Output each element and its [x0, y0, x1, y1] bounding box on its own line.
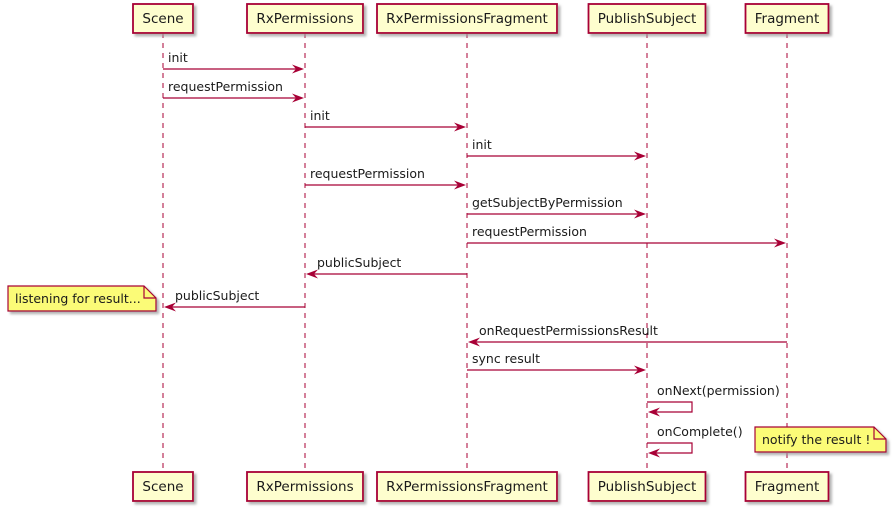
message-label: onRequestPermissionsResult: [479, 323, 658, 338]
participant-box: [376, 3, 558, 34]
message-label: requestPermission: [472, 224, 587, 239]
participant-label: Scene: [142, 11, 183, 27]
participant-label: Scene: [142, 479, 183, 495]
message-11: onNext(permission): [647, 383, 780, 417]
arrowhead-right-icon: [454, 180, 466, 190]
participant-box: [246, 471, 364, 502]
note-text: listening for result...: [15, 291, 141, 306]
message-label: requestPermission: [310, 166, 425, 181]
self-message-line: [647, 442, 693, 454]
participant-top-rxpermissions: RxPermissions: [246, 3, 364, 34]
arrowhead-right-icon: [292, 93, 304, 103]
message-3: init: [467, 137, 646, 161]
arrowhead-left-icon: [468, 337, 480, 347]
note-text: notify the result !: [762, 432, 870, 447]
participant-label: RxPermissionsFragment: [386, 11, 548, 27]
arrowhead-right-icon: [634, 151, 646, 161]
participant-label: Fragment: [755, 479, 819, 495]
note: listening for result...: [7, 285, 157, 312]
participant-box: [587, 471, 707, 502]
note: notify the result !: [754, 426, 887, 453]
arrowhead-left-icon: [648, 407, 660, 417]
message-5: getSubjectByPermission: [467, 195, 646, 219]
message-6: requestPermission: [467, 224, 786, 248]
note-body: [7, 285, 157, 312]
note-fold-icon: [873, 427, 886, 440]
participant-box: [744, 471, 830, 502]
message-2: init: [305, 108, 466, 132]
participant-box: [246, 3, 364, 34]
message-4: requestPermission: [305, 166, 466, 190]
message-label: getSubjectByPermission: [472, 195, 623, 210]
note-fold-icon: [143, 286, 156, 299]
arrowhead-left-icon: [306, 269, 318, 279]
participant-top-rxpermissionsfragment: RxPermissionsFragment: [376, 3, 558, 34]
participant-bottom-rxpermissionsfragment: RxPermissionsFragment: [376, 471, 558, 502]
arrowhead-right-icon: [634, 365, 646, 375]
arrowhead-right-icon: [292, 64, 304, 74]
participant-bottom-rxpermissions: RxPermissions: [246, 471, 364, 502]
arrowhead-right-icon: [774, 238, 786, 248]
note-body: [754, 426, 887, 453]
message-9: onRequestPermissionsResult: [468, 323, 787, 347]
participant-box: [587, 3, 707, 34]
message-label: onComplete(): [657, 424, 743, 439]
participant-label: RxPermissionsFragment: [386, 479, 548, 495]
message-7: publicSubject: [306, 255, 467, 279]
message-label: publicSubject: [175, 288, 259, 303]
participant-top-fragment: Fragment: [744, 3, 830, 34]
participant-box: [132, 3, 194, 34]
message-12: onComplete(): [647, 424, 743, 458]
participant-bottom-scene: Scene: [132, 471, 194, 502]
message-label: publicSubject: [317, 255, 401, 270]
participant-bottom-publishsubject: PublishSubject: [587, 471, 707, 502]
message-label: sync result: [472, 351, 540, 366]
arrowhead-left-icon: [164, 302, 176, 312]
message-label: init: [168, 50, 188, 65]
message-10: sync result: [467, 351, 646, 375]
arrowhead-right-icon: [634, 209, 646, 219]
message-8: publicSubject: [164, 288, 305, 312]
participant-box: [376, 471, 558, 502]
self-message-line: [647, 401, 693, 413]
participant-label: PublishSubject: [598, 479, 697, 495]
message-label: init: [472, 137, 492, 152]
arrowhead-left-icon: [648, 448, 660, 458]
participant-top-scene: Scene: [132, 3, 194, 34]
participant-box: [132, 471, 194, 502]
arrowhead-right-icon: [454, 122, 466, 132]
message-label: onNext(permission): [657, 383, 780, 398]
participant-label: RxPermissions: [256, 11, 353, 27]
participant-label: RxPermissions: [256, 479, 353, 495]
participant-box: [744, 3, 830, 34]
message-label: init: [310, 108, 330, 123]
participant-bottom-fragment: Fragment: [744, 471, 830, 502]
participant-top-publishsubject: PublishSubject: [587, 3, 707, 34]
message-0: init: [163, 50, 304, 74]
message-1: requestPermission: [163, 79, 304, 103]
participant-label: PublishSubject: [598, 11, 697, 27]
participant-label: Fragment: [755, 11, 819, 27]
message-label: requestPermission: [168, 79, 283, 94]
